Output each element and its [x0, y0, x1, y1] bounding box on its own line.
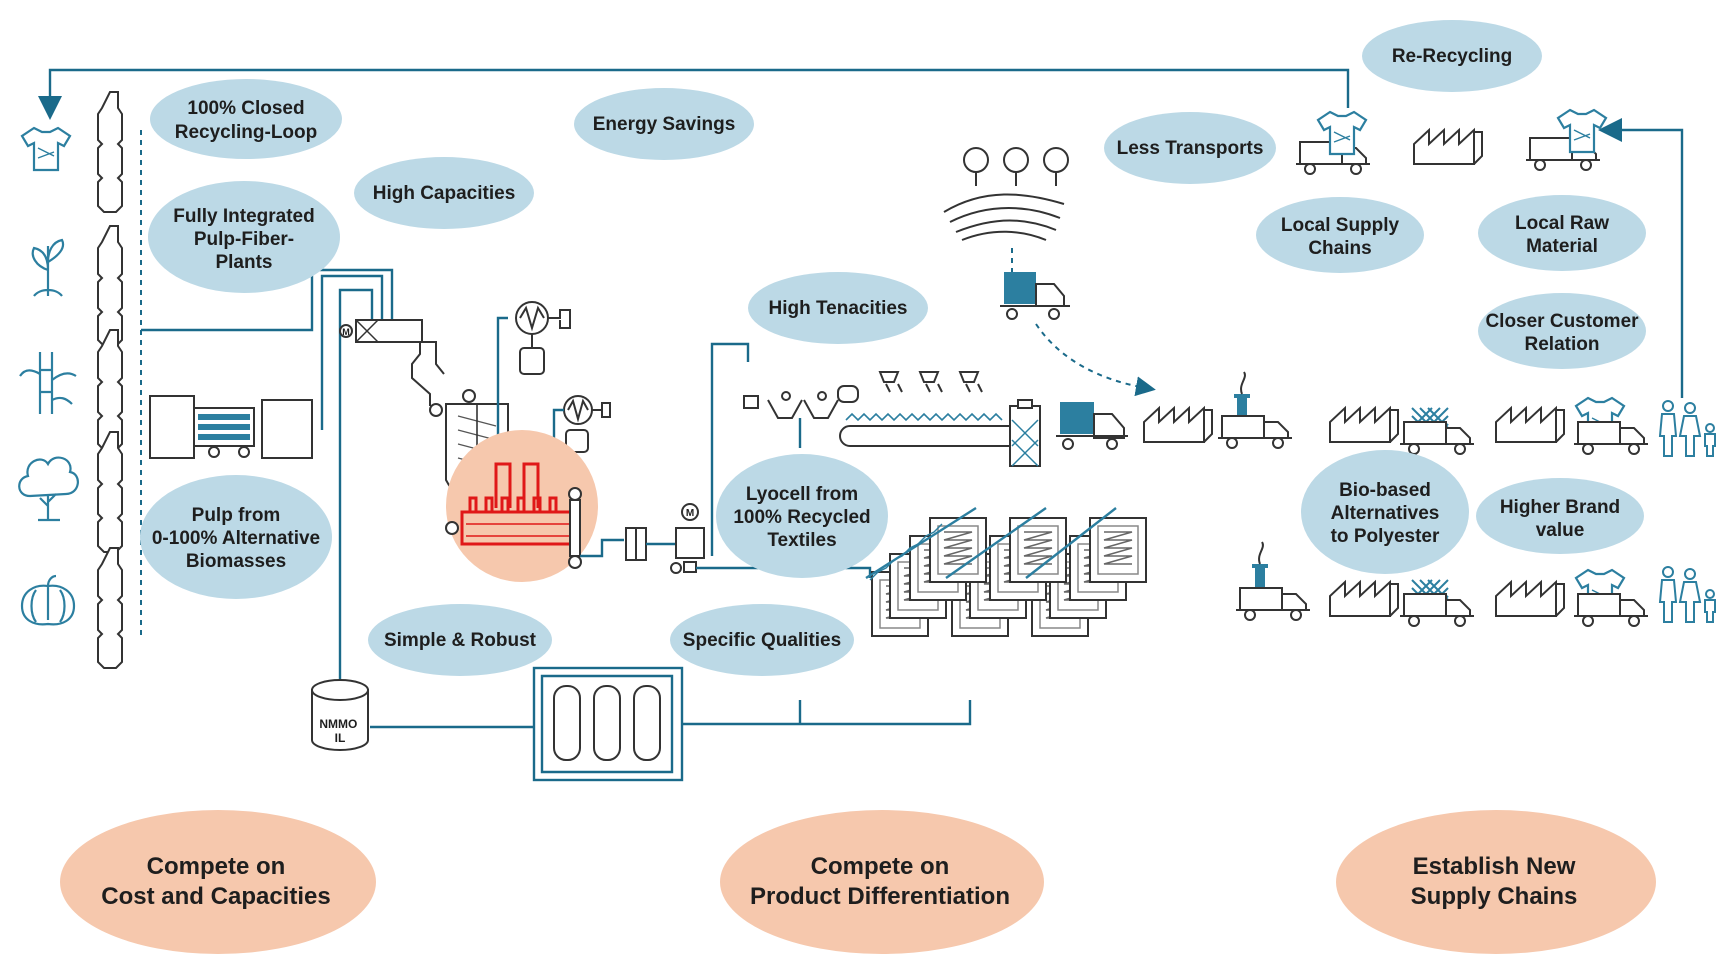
factory-icon — [1329, 407, 1399, 443]
reactor-red-drawing — [445, 462, 582, 569]
bubble-capacities: High Capacities — [354, 157, 534, 229]
svg-text:Simple & Robust: Simple & Robust — [384, 630, 537, 651]
filter-unit — [625, 527, 647, 561]
pulp-truck-icon — [149, 395, 313, 459]
svg-text:NMMO IL: NMMO IL — [319, 717, 360, 745]
truck-icon — [1000, 272, 1070, 320]
factory-icon — [1329, 581, 1399, 617]
svg-text:M: M — [342, 327, 350, 337]
bubble-rerecycling: Re-Recycling — [1362, 20, 1542, 92]
factory-icon — [1495, 581, 1565, 617]
tshirt-icon — [1295, 110, 1371, 175]
svg-text:Re-Recycling: Re-Recycling — [1392, 46, 1512, 67]
svg-text:Less Transports: Less Transports — [1117, 138, 1264, 159]
family-icon — [1659, 566, 1716, 623]
condenser-upper — [496, 301, 571, 478]
nmmo-tank: NMMO IL — [311, 679, 369, 751]
tshirt-icon — [1573, 568, 1649, 627]
cotton-field-icon — [943, 147, 1069, 241]
condenser-lower — [552, 395, 611, 514]
recycling-loop-line — [38, 68, 1350, 120]
family-icon — [1659, 400, 1716, 457]
spinning-line — [743, 371, 1041, 467]
spinning-machines — [865, 506, 1147, 637]
svg-text:Energy Savings: Energy Savings — [593, 114, 736, 135]
factory-icon — [1413, 129, 1483, 165]
conveyor-unit: M — [339, 319, 445, 406]
bubble-energy: Energy Savings — [574, 88, 754, 160]
plant-icon — [31, 238, 65, 297]
svg-text:High Capacities: High Capacities — [373, 183, 516, 204]
fabric-icon — [1399, 407, 1475, 455]
left-feedstock-column — [97, 91, 142, 669]
bubble-tenacities: High Tenacities — [748, 272, 928, 344]
factory-icon — [1495, 407, 1565, 443]
svg-text:M: M — [686, 508, 694, 519]
bubble-simple: Simple & Robust — [368, 604, 552, 676]
svg-text:High Tenacities: High Tenacities — [768, 298, 907, 319]
yarn-spool-icon — [1217, 371, 1293, 449]
solvent-recovery — [370, 666, 972, 782]
bamboo-icon — [19, 352, 77, 414]
truck-icon — [1056, 402, 1128, 450]
svg-text:Specific Qualities: Specific Qualities — [683, 630, 841, 651]
bubble-transports: Less Transports — [1104, 112, 1276, 184]
pump-unit: M — [670, 503, 705, 574]
tree-icon — [18, 456, 79, 522]
fabric-icon — [1399, 579, 1475, 627]
tshirt-icon — [1525, 108, 1608, 171]
tshirt-icon — [20, 126, 72, 172]
bubble-qualities: Specific Qualities — [670, 604, 854, 676]
yarn-spool-icon — [1235, 541, 1311, 621]
pumpkin-icon — [20, 574, 76, 626]
tshirt-icon — [1573, 396, 1649, 455]
factory-icon — [1143, 407, 1213, 443]
